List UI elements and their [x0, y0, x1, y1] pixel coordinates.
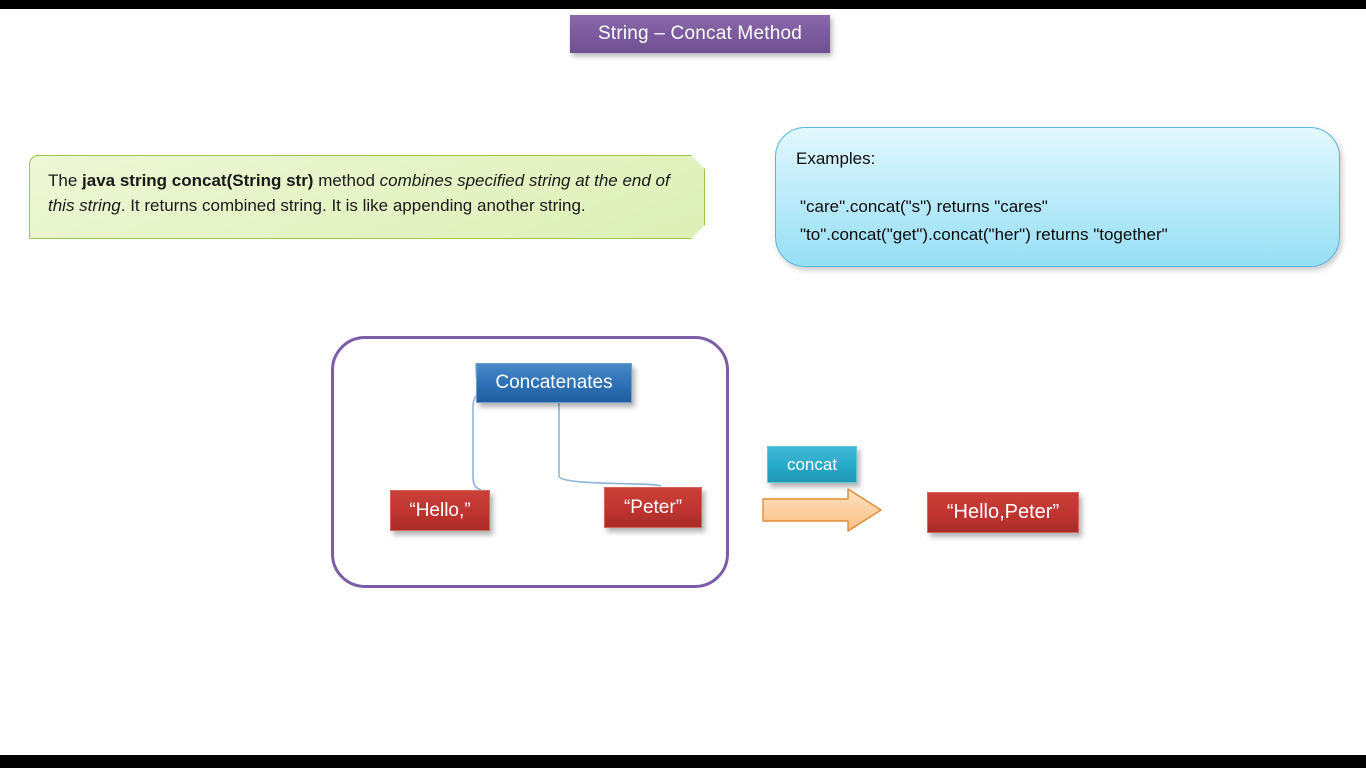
right-arrow-icon	[762, 488, 882, 532]
node-string-hello[interactable]: “Hello,”	[390, 490, 490, 531]
description-callout: The java string concat(String str) metho…	[29, 155, 705, 239]
page-title: String – Concat Method	[597, 23, 802, 44]
slide-title-banner: String – Concat Method	[570, 15, 830, 53]
node-result-string[interactable]: “Hello,Peter”	[927, 492, 1079, 533]
example-line-1: "care".concat("s") returns "cares"	[800, 197, 1048, 216]
letterbox-bar-top	[0, 0, 1366, 9]
letterbox-bar-bottom	[0, 755, 1366, 768]
node-concatenates-label: Concatenates	[495, 372, 613, 393]
node-string-peter-label: “Peter”	[623, 496, 683, 518]
node-string-hello-label: “Hello,”	[409, 499, 471, 521]
node-concatenates[interactable]: Concatenates	[476, 363, 632, 403]
node-concat-method[interactable]: concat	[767, 446, 857, 483]
description-segment-4: . It returns combined string. It is like…	[120, 196, 586, 215]
examples-heading: Examples:	[796, 149, 876, 168]
examples-callout: Examples: "care".concat("s") returns "ca…	[775, 127, 1340, 267]
node-result-string-label: “Hello,Peter”	[946, 501, 1060, 523]
node-concat-method-label: concat	[786, 454, 838, 474]
example-line-2: "to".concat("get").concat("her") returns…	[800, 225, 1168, 244]
description-segment-0: The	[48, 171, 83, 190]
node-string-peter[interactable]: “Peter”	[604, 487, 702, 528]
description-segment-1: java string concat(String str)	[82, 171, 314, 190]
description-segment-2: method	[313, 171, 380, 190]
description-segment-3: combines specified string at the end of …	[48, 171, 670, 215]
